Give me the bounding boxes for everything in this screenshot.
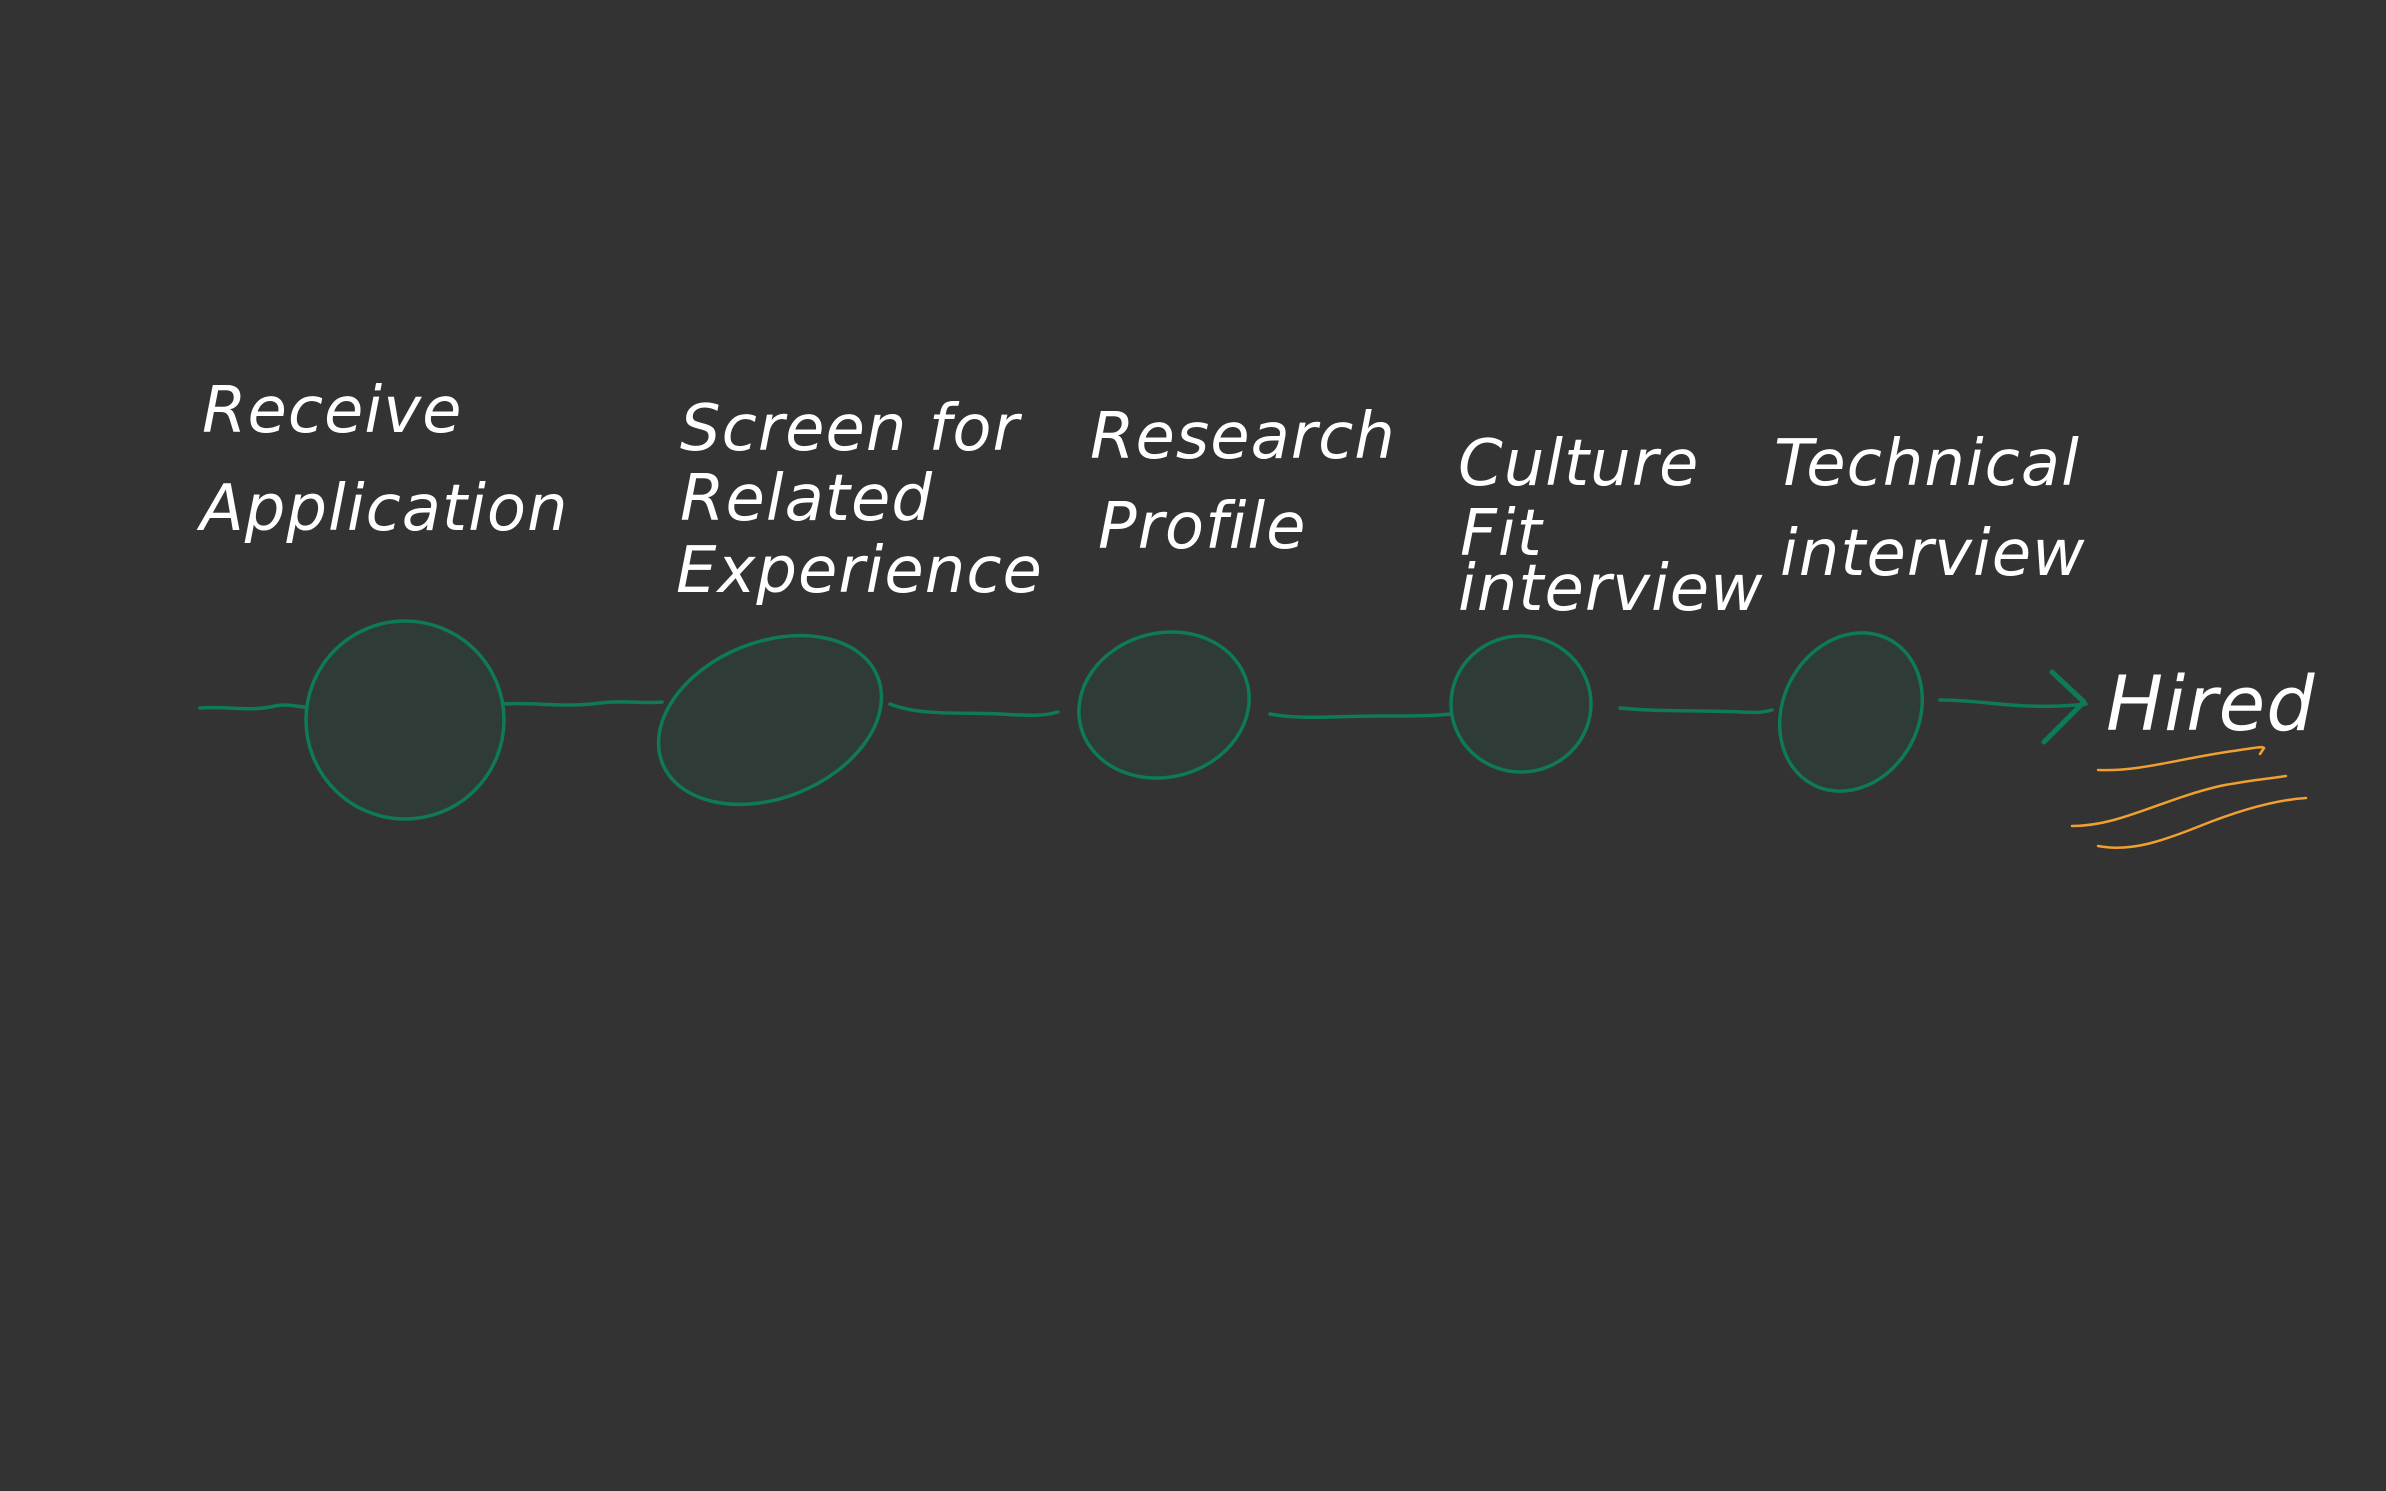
stage-label-line: Technical: [1774, 427, 2080, 501]
stage-label-line: Culture: [1458, 427, 1699, 501]
arrow-head: [2041, 669, 2087, 745]
stage-label-line: Experience: [676, 534, 1043, 608]
stage-label-line: Receive: [202, 374, 462, 448]
stage-label-line: interview: [1780, 517, 2086, 591]
stage-label-technical-interview: Technical interview: [1774, 427, 2086, 591]
stage-label-research-profile: Research Profile: [1090, 400, 1396, 564]
emphasis-line: [2096, 796, 2308, 849]
outcome-label: Hired: [2106, 659, 2316, 748]
emphasis-line: [2070, 774, 2288, 828]
connector-1-2: [498, 700, 664, 707]
stage-label-receive-application: Receive Application: [196, 374, 569, 546]
stage-node-culture-fit: [1449, 634, 1593, 774]
stage-label-screen-experience: Screen for Related Experience: [676, 392, 1043, 608]
connector-4-5: [1618, 706, 1774, 715]
stage-label-line: interview: [1458, 552, 1764, 626]
stage-node-research-profile: [1077, 630, 1251, 780]
stage-label-line: Application: [196, 472, 569, 546]
stage-label-line: Profile: [1098, 490, 1307, 564]
stage-node-receive-application: [304, 619, 506, 821]
connector-3-4: [1268, 710, 1464, 720]
stage-label-line: Screen for: [680, 392, 1022, 466]
connector-5-outcome: [1938, 698, 2088, 709]
stage-node-technical-interview: [1777, 631, 1925, 793]
stage-label-culture-fit: Culture Fit interview: [1458, 427, 1764, 626]
stage-label-line: Related: [680, 462, 933, 536]
outcome-emphasis-underlines: [2070, 745, 2308, 849]
connector-2-3: [888, 702, 1060, 718]
connector-start: [198, 703, 320, 711]
stage-label-line: Fit: [1460, 497, 1545, 571]
stage-label-line: Research: [1090, 400, 1396, 474]
stage-node-screen-experience: [656, 633, 884, 807]
emphasis-line: [2096, 745, 2266, 772]
